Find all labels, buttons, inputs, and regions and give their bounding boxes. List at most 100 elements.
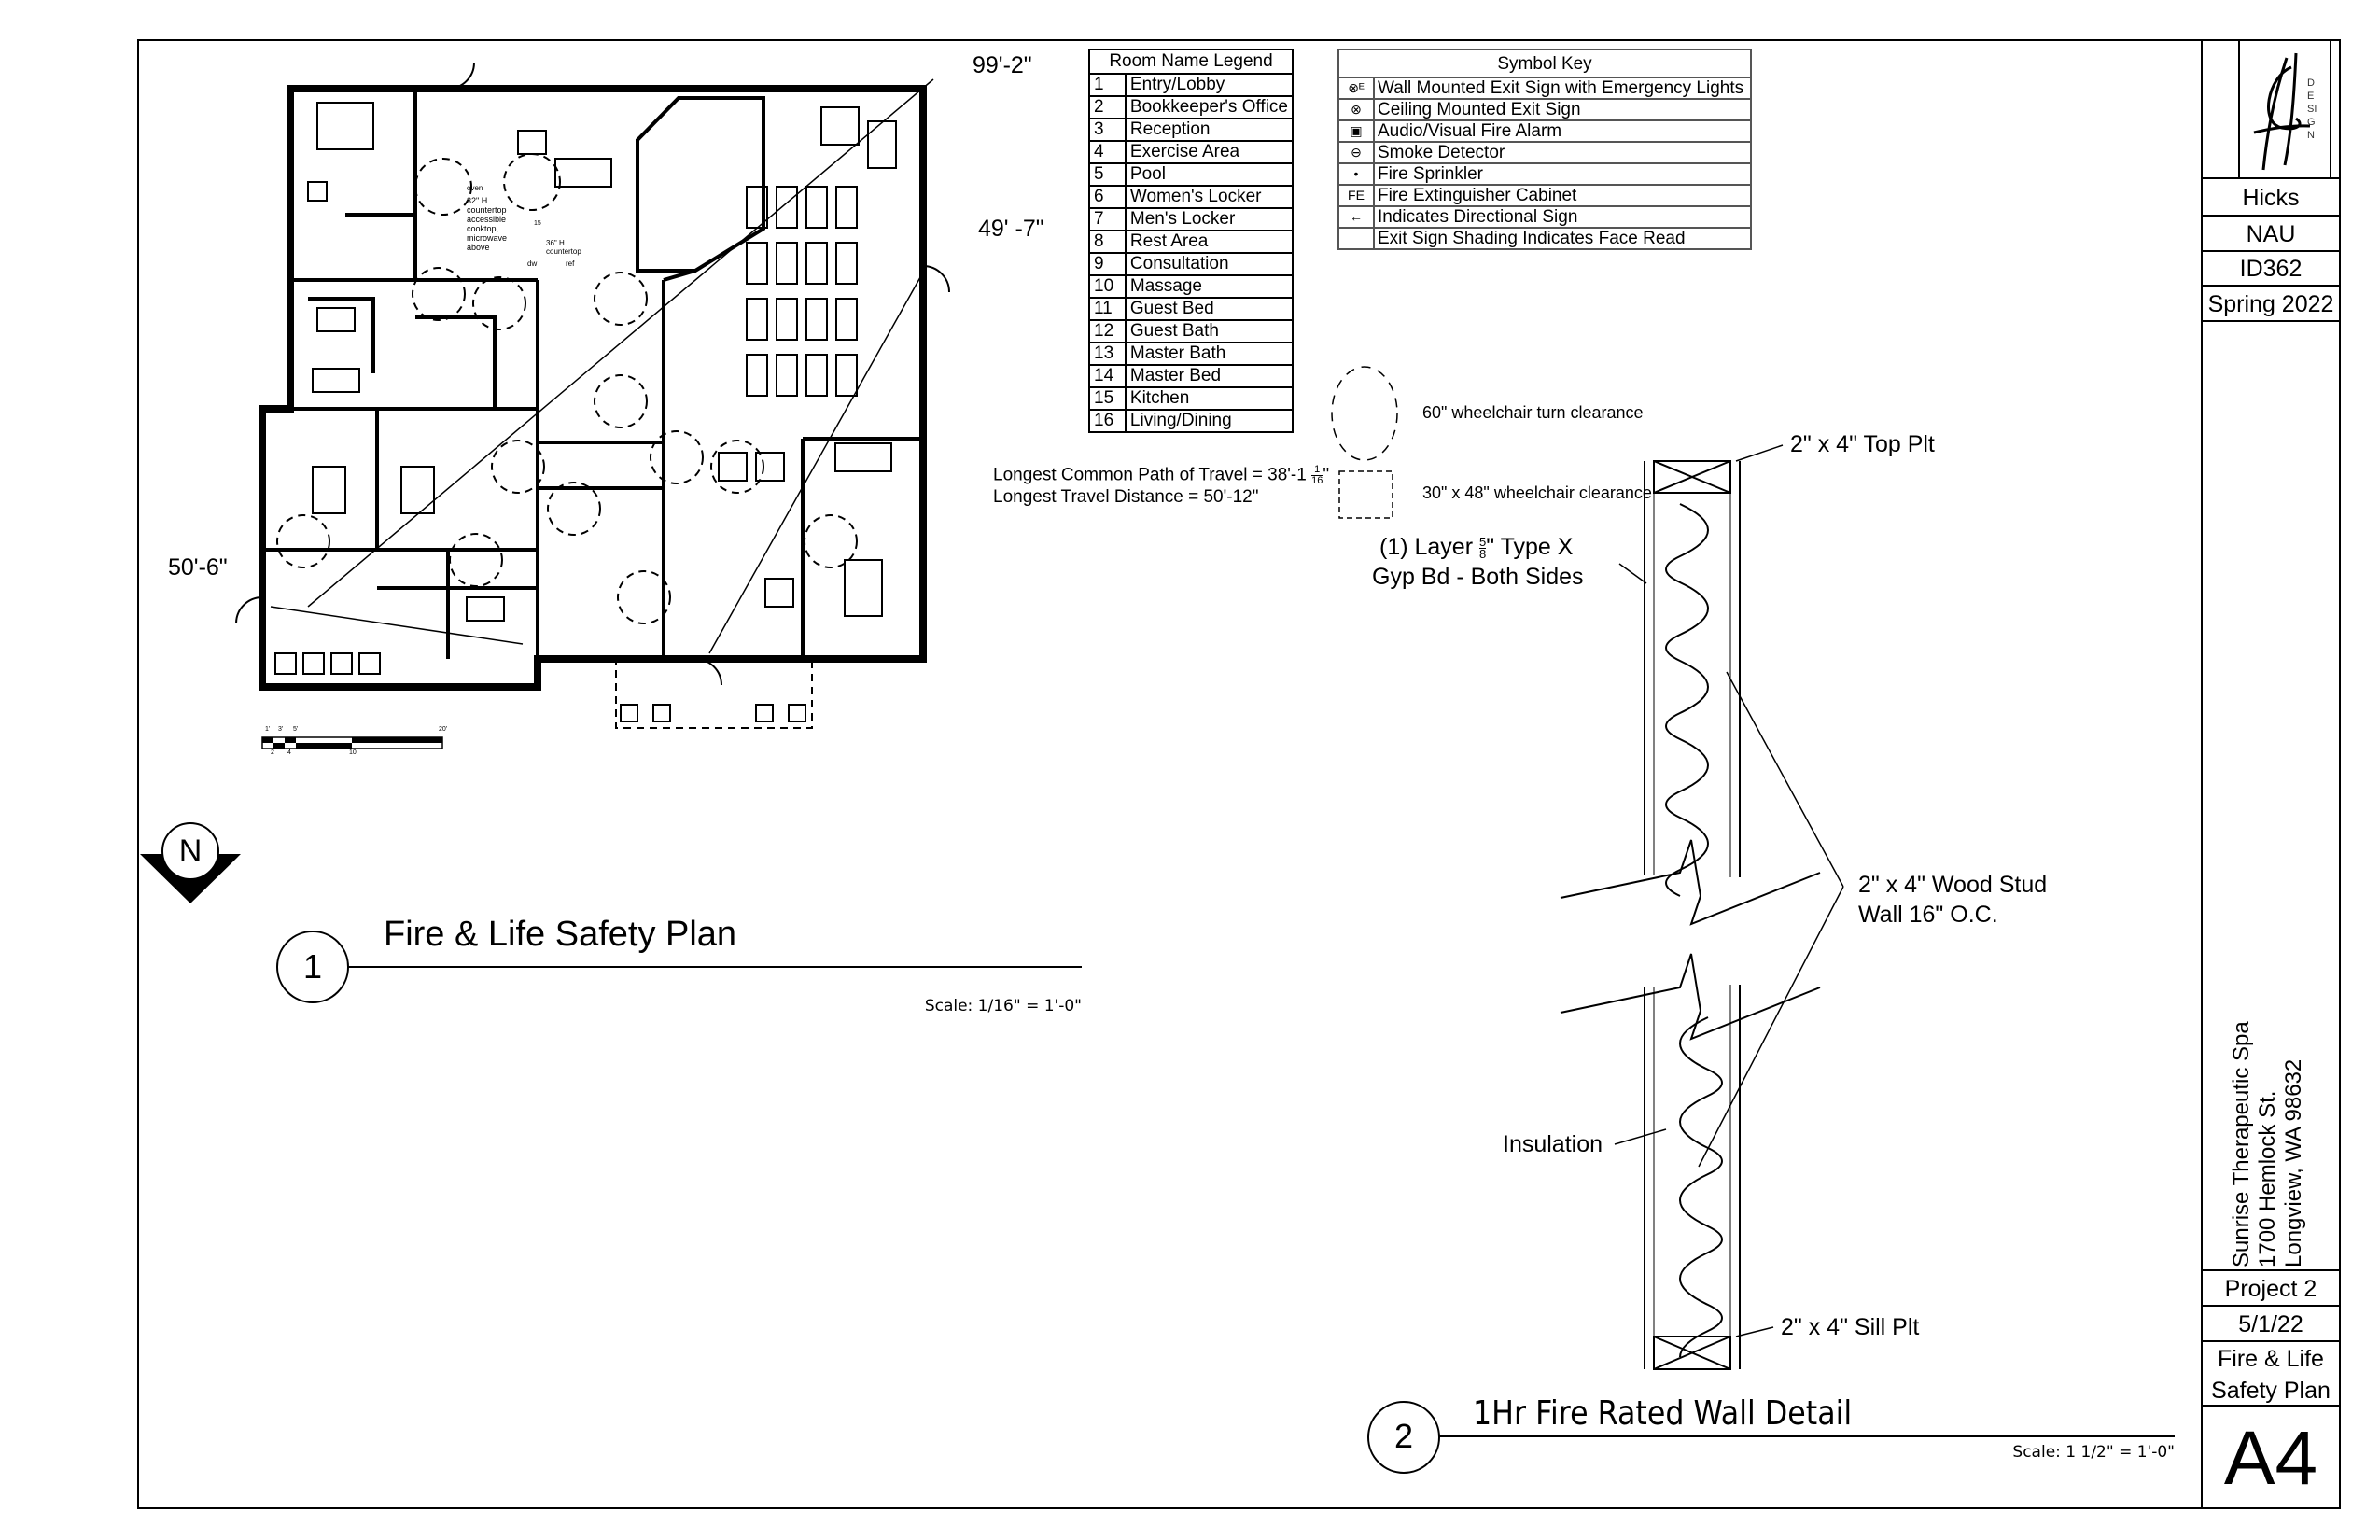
room-number: 6 [1088, 185, 1127, 209]
symbol-label: Exit Sign Shading Indicates Face Read [1373, 227, 1752, 250]
room-number: 15 [1088, 386, 1127, 411]
kitchen-note: countertop [546, 247, 581, 256]
symbol-label: Ceiling Mounted Exit Sign [1373, 98, 1752, 121]
pool-lounge-chairs [746, 106, 897, 397]
room-number: 8 [1088, 230, 1127, 254]
scale-tick: 1' [265, 726, 271, 733]
sill-plate [1653, 1336, 1731, 1370]
address-line-2: Longview, WA 98632 [2281, 1058, 2306, 1267]
room-name: Women's Locker [1124, 185, 1295, 209]
room-name: Master Bath [1124, 342, 1295, 366]
project-number: Project 2 [2201, 1269, 2341, 1305]
stud-label-line1: 2" x 4" Wood Stud [1858, 872, 2048, 898]
common-path-suffix: " [1323, 465, 1330, 485]
room-name: Living/Dining [1124, 409, 1295, 433]
plan-title: Fire & Life Safety Plan [384, 915, 737, 954]
north-arrow-icon [140, 822, 241, 903]
dimension-left: 50'-6" [168, 554, 228, 581]
canopy-planters [620, 704, 806, 722]
gyp-suffix: " Type X [1486, 534, 1574, 560]
symbol-key-row: ←Indicates Directional Sign [1337, 205, 1752, 229]
dimension-top: 99'-2" [973, 52, 1032, 78]
insulation-label: Insulation [1503, 1131, 1603, 1157]
turn-clearance-icon [1331, 366, 1398, 461]
wall-section-detail [1560, 444, 1844, 1370]
room-name: Reception [1124, 118, 1295, 142]
room-number: 13 [1088, 342, 1127, 366]
room-number: 12 [1088, 319, 1127, 343]
detail-title: 1Hr Fire Rated Wall Detail [1473, 1394, 1853, 1433]
room-number: 14 [1088, 364, 1127, 388]
kitchen-note: accessible [467, 215, 507, 224]
term: Spring 2022 [2201, 285, 2341, 320]
top-plate [1653, 460, 1731, 494]
scale-tick: 5' [293, 726, 299, 733]
interior-walls [262, 89, 923, 659]
room-number: 4 [1088, 140, 1127, 164]
project-address: Sunrise Therapeutic Spa 1700 Hemlock St.… [2229, 1021, 2307, 1267]
graphic-scale-bar [261, 736, 443, 749]
ceiling-exit-sign-icon: ⊗ [1337, 98, 1375, 121]
sheet-number: A4 [2201, 1405, 2341, 1509]
insulation-batt [1678, 1016, 1723, 1358]
room-legend-title: Room Name Legend [1088, 49, 1294, 75]
north-label: N [178, 833, 203, 869]
kitchen-notes: 32" H countertop accessible cooktop, mic… [467, 196, 523, 252]
detail-scale: Scale: 1 1/2" = 1'-0" [2012, 1443, 2175, 1462]
symbol-label: Indicates Directional Sign [1373, 205, 1752, 229]
gyp-text: (1) Layer [1379, 534, 1479, 560]
room-number: 2 [1088, 95, 1127, 119]
room-number: 1 [1088, 73, 1127, 97]
rect-clearance-icon [1338, 470, 1393, 519]
school: NAU [2201, 215, 2341, 250]
scale-tick: 4 [287, 749, 291, 756]
scale-tick: 10 [349, 749, 357, 756]
kitchen-note: countertop [467, 205, 507, 215]
scale-tick: 3' [278, 726, 284, 733]
symbol-key-title: Symbol Key [1337, 49, 1752, 78]
fire-alarm-icon: ▣ [1337, 119, 1375, 143]
room-number: 3 [1088, 118, 1127, 142]
fire-extinguisher-icon: FE [1337, 184, 1375, 207]
kitchen-note: 36" H [546, 239, 565, 247]
fraction-numerator: 1 [1311, 465, 1323, 476]
symbol-key-row: •Fire Sprinkler [1337, 162, 1752, 186]
sheet-border [137, 39, 2341, 1509]
travel-path-lines [270, 78, 934, 654]
kitchen-note: cooktop, [467, 224, 499, 233]
kitchen-dw-label: dw [527, 259, 538, 268]
room-number: 9 [1088, 252, 1127, 276]
dimension-diagonal: 49' -7" [978, 216, 1044, 242]
sheet-title-line2: Safety Plan [2211, 1378, 2331, 1404]
break-line-top [1560, 839, 1821, 926]
gyp-board-label-line2: Gyp Bd - Both Sides [1372, 564, 1584, 590]
symbol-label: Fire Sprinkler [1373, 162, 1752, 186]
room-name: Men's Locker [1124, 207, 1295, 231]
room-name: Guest Bath [1124, 319, 1295, 343]
detail-number: 2 [1393, 1417, 1414, 1455]
travel-distance-note: Longest Travel Distance = 50'-12" [993, 487, 1259, 507]
kitchen-ref-label: ref [566, 259, 575, 268]
room-number: 11 [1088, 297, 1127, 321]
fraction-denominator: 16 [1311, 475, 1323, 486]
symbol-label: Audio/Visual Fire Alarm [1373, 119, 1752, 143]
room-name: Exercise Area [1124, 140, 1295, 164]
